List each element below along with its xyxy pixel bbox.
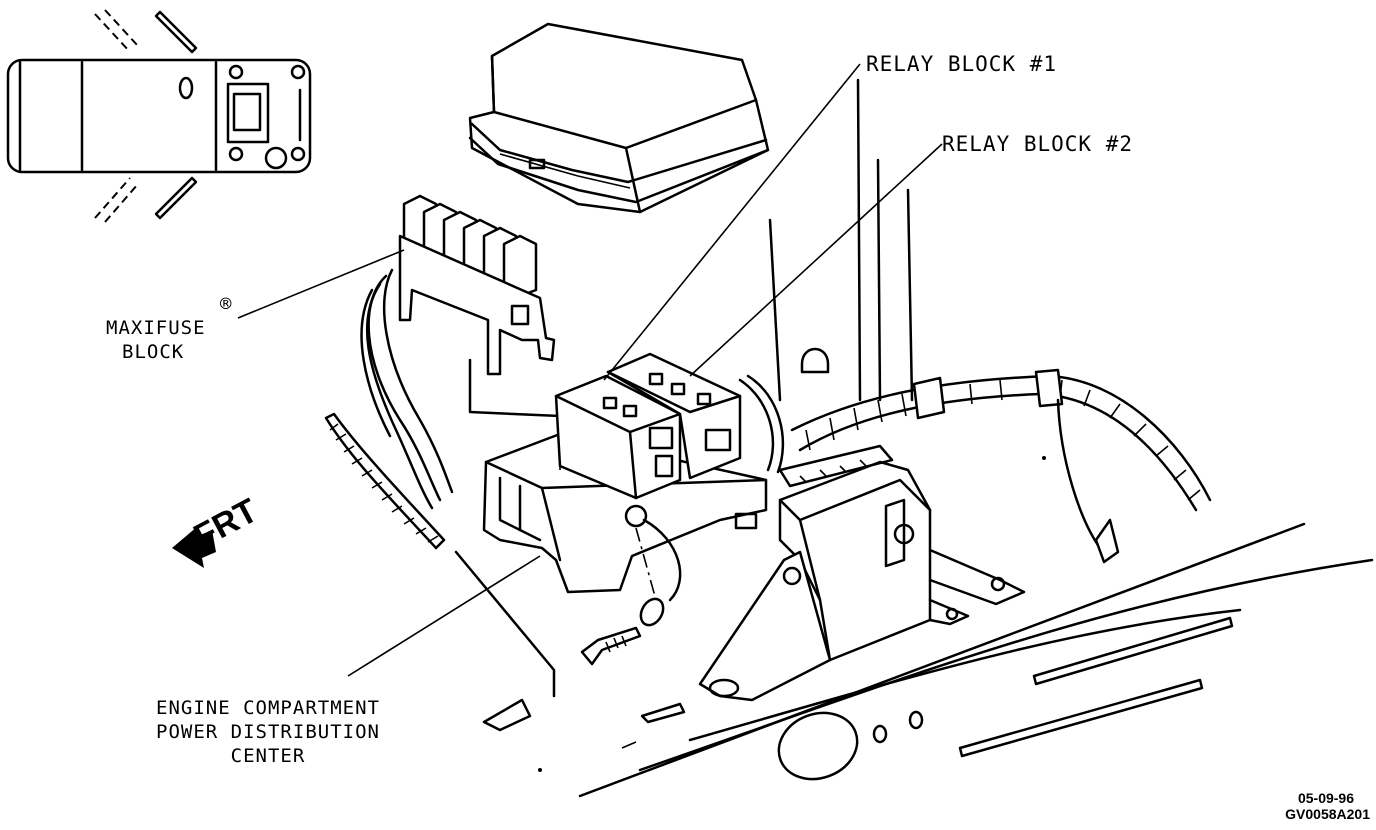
drawing-date: 05-09-96 (1297, 790, 1354, 806)
front-arrow-icon (172, 526, 216, 568)
mounting-bracket (698, 444, 1026, 702)
pdc-label-line1: ENGINE COMPARTMENT (156, 697, 380, 719)
body-panel (454, 78, 1374, 798)
pdc-label-line2: POWER DISTRIBUTION (156, 721, 380, 743)
pdc-label-line3: CENTER (230, 745, 306, 767)
maxifuse-label-line2: BLOCK (122, 341, 185, 363)
relay-block-2 (606, 352, 742, 480)
ground-bolt (580, 504, 682, 666)
relay-block-cover (468, 22, 770, 214)
relay-block-1 (554, 374, 682, 500)
drawing-code: GV0058A201 (1285, 806, 1370, 822)
vehicle-top-view-icon (6, 9, 312, 223)
registered-mark: ® (220, 293, 233, 315)
relay-block-2-label: RELAY BLOCK #2 (942, 132, 1134, 156)
relay-block-1-label: RELAY BLOCK #1 (866, 52, 1058, 76)
maxifuse-block (360, 194, 562, 510)
left-harness (324, 412, 446, 550)
maxifuse-label-line1: MAXIFUSE (106, 317, 206, 339)
leader-lines (237, 63, 943, 677)
right-harness (738, 368, 1212, 564)
